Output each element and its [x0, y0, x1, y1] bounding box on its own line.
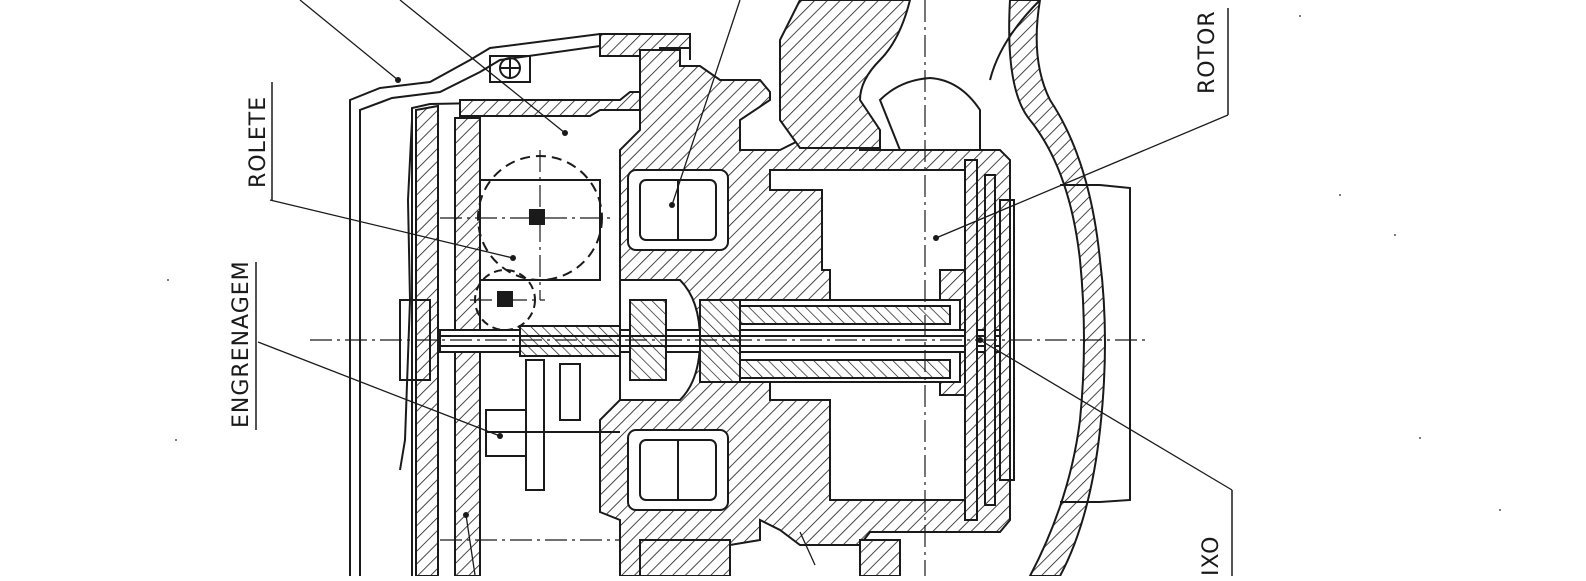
upper-housing — [779, 0, 912, 149]
foot — [859, 539, 901, 577]
shaft — [399, 299, 1001, 383]
top-ring — [599, 33, 691, 57]
label-engrenagem: ENGRENAGEM — [229, 260, 254, 428]
leader-rotor — [935, 114, 1229, 239]
label-rolete: ROLETE — [246, 96, 271, 188]
leader-engrenagem — [257, 341, 501, 437]
gear — [485, 359, 620, 491]
bolt-head — [489, 55, 531, 83]
leader-winding — [399, 0, 566, 134]
leader-lower — [799, 531, 816, 566]
leader-coil — [671, 0, 741, 206]
leader-plate — [465, 514, 476, 576]
end-plate — [415, 104, 439, 577]
label-rotor: ROTOR — [1195, 10, 1220, 94]
leader-rolete — [269, 199, 514, 259]
leader-eixo — [979, 339, 1233, 491]
outer-housing — [1008, 0, 1106, 577]
leader-cover — [299, 0, 399, 81]
top-flange — [459, 91, 641, 117]
base-frame — [1060, 184, 1131, 503]
label-eixo: IXO — [1199, 536, 1224, 576]
lower-flange — [639, 539, 731, 577]
roller — [474, 155, 603, 331]
